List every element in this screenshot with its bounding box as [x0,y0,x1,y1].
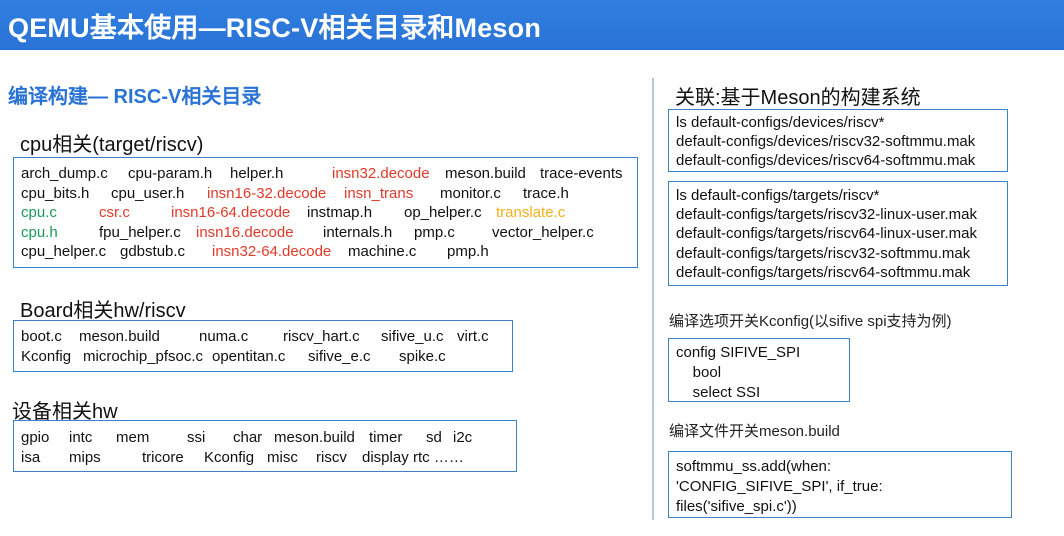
targets-config-line: default-configs/targets/riscv32-linux-us… [676,206,977,224]
targets-config-line: ls default-configs/targets/riscv* [676,187,880,204]
file-name: riscv [316,448,347,466]
file-name: insn16-64.decode [171,204,291,221]
kconfig-line: bool [676,364,722,381]
meson-line: softmmu_ss.add(when: [676,458,832,475]
board-files-row: Kconfig microchip_pfsoc.c opentitan.c si… [21,347,512,367]
file-name: rtc …… [413,448,464,466]
device-heading: 设备相关hw [12,401,118,423]
cpu-files-row: cpu_helper.c gdbstub.c insn32-64.decode … [21,242,637,262]
file-name: misc [267,448,298,466]
targets-config-line: default-configs/targets/riscv32-softmmu.… [676,244,971,262]
devices-config-line: ls default-configs/devices/riscv* [676,114,885,131]
file-name: cpu_user.h [111,184,185,202]
file-name: op_helper.c [404,204,482,221]
title-bar: QEMU基本使用—RISC-V相关目录和Meson [0,0,1064,50]
file-name: timer [369,429,403,446]
file-name: isa [21,448,41,466]
file-name: pmp.h [447,243,489,260]
file-name: virt.c [457,328,489,345]
meson-line: 'CONFIG_SIFIVE_SPI', if_true: [676,478,883,495]
file-name: insn32-64.decode [212,243,332,260]
file-name: sifive_u.c [381,328,444,345]
file-name: csr.c [99,204,130,221]
targets-config-line: default-configs/targets/riscv64-linux-us… [676,225,977,243]
file-name: instmap.h [307,204,373,221]
left-subtitle: 编译构建— RISC-V相关目录 [8,86,262,108]
board-heading: Board相关hw/riscv [20,300,186,322]
file-name: mem [116,429,150,446]
cpu-files-row: cpu.h fpu_helper.c insn16.decode interna… [21,223,637,243]
file-name: trace.h [523,184,569,202]
board-files-box: boot.c meson.build numa.c riscv_hart.c s… [13,320,513,372]
cpu-files-row: cpu.c csr.c insn16-64.decode instmap.h o… [21,203,637,223]
file-name: numa.c [199,328,249,345]
file-name: translate.c [496,204,566,221]
file-name: insn_trans [344,184,414,202]
meson-line: files('sifive_spi.c')) [676,498,797,515]
file-name: insn32.decode [332,165,430,182]
right-subtitle: 关联:基于Meson的构建系统 [675,87,921,109]
file-name: gpio [21,429,50,446]
file-name: pmp.c [414,223,455,241]
file-name: mips [69,448,101,466]
file-name: cpu_helper.c [21,243,107,260]
page-title: QEMU基本使用—RISC-V相关目录和Meson [8,13,542,43]
file-name: char [233,429,263,446]
cpu-files-row: arch_dump.c cpu-param.h helper.h insn32.… [21,164,637,184]
file-name: sd [426,429,442,446]
file-name: fpu_helper.c [99,223,181,241]
file-name: riscv_hart.c [283,328,360,345]
devices-config-line: default-configs/devices/riscv64-softmmu.… [676,152,976,169]
file-name: monitor.c [440,184,501,202]
column-divider [652,78,654,520]
device-files-row: isa mips tricore Kconfig misc riscv disp… [21,448,516,468]
file-name: display [362,448,409,466]
file-name: cpu-param.h [128,165,213,182]
file-name: sifive_e.c [308,347,371,365]
file-name: arch_dump.c [21,165,108,182]
file-name: spike.c [399,347,446,365]
file-name: intc [69,429,93,446]
board-files-row: boot.c meson.build numa.c riscv_hart.c s… [21,327,512,347]
targets-config-line: default-configs/targets/riscv64-softmmu.… [676,263,971,281]
cpu-files-box: arch_dump.c cpu-param.h helper.h insn32.… [13,157,638,268]
kconfig-line: select SSI [676,384,761,401]
devices-config-line: default-configs/devices/riscv32-softmmu.… [676,133,976,150]
meson-box: softmmu_ss.add(when: 'CONFIG_SIFIVE_SPI'… [668,451,1012,518]
file-name: trace-events [540,165,623,182]
kconfig-box: config SIFIVE_SPI bool select SSI [668,338,850,402]
file-name: ssi [187,429,206,446]
file-name: vector_helper.c [492,223,594,241]
file-name: microchip_pfsoc.c [83,347,204,365]
file-name: meson.build [274,429,355,446]
file-name: cpu.c [21,204,57,221]
file-name: opentitan.c [212,347,286,365]
kconfig-line: config SIFIVE_SPI [676,344,801,361]
targets-config-box: ls default-configs/targets/riscv* defaul… [668,181,1008,286]
cpu-files-row: cpu_bits.h cpu_user.h insn16-32.decode i… [21,184,637,204]
file-name: boot.c [21,328,62,345]
file-name: internals.h [323,223,393,241]
device-files-row: gpio intc mem ssi char meson.build timer… [21,428,516,448]
file-name: insn16-32.decode [207,184,327,202]
file-name: cpu.h [21,223,58,241]
file-name: helper.h [230,165,284,182]
file-name: i2c [453,429,473,446]
file-name: meson.build [79,328,160,345]
file-name: Kconfig [21,347,72,365]
file-name: machine.c [348,243,417,260]
devices-config-box: ls default-configs/devices/riscv* defaul… [668,109,1008,172]
meson-heading: 编译文件开关meson.build [669,423,840,440]
file-name: tricore [142,448,184,466]
cpu-heading: cpu相关(target/riscv) [20,134,204,156]
file-name: cpu_bits.h [21,184,90,202]
file-name: gdbstub.c [120,243,186,260]
file-name: Kconfig [204,448,255,466]
file-name: meson.build [445,165,526,182]
device-files-box: gpio intc mem ssi char meson.build timer… [13,420,517,472]
kconfig-heading: 编译选项开关Kconfig(以sifive spi支持为例) [669,313,952,330]
file-name: insn16.decode [196,223,294,241]
